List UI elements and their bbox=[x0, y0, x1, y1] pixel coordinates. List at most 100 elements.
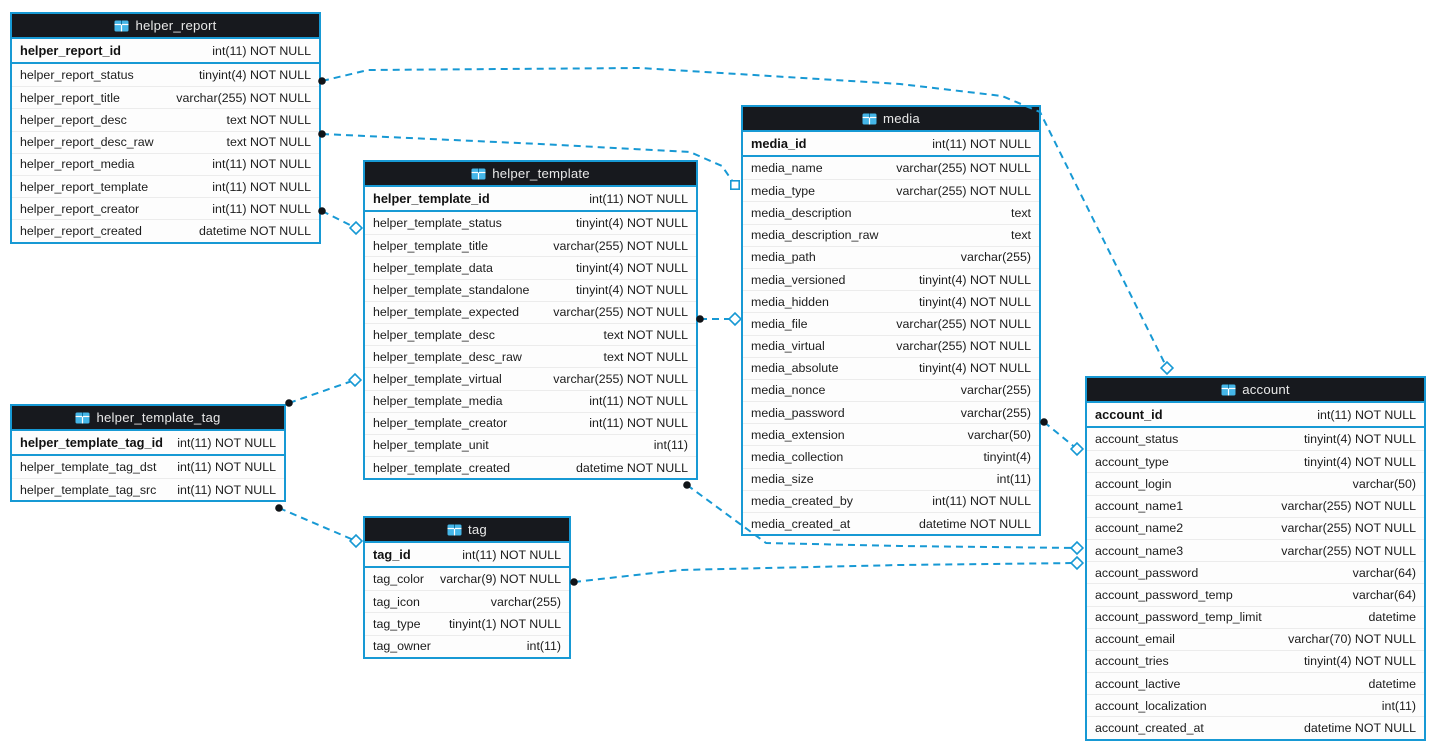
field-name: helper_report_media bbox=[20, 157, 135, 172]
field-type: tinyint(4) NOT NULL bbox=[198, 68, 311, 83]
relationship-dot-marker bbox=[1040, 418, 1048, 426]
field-type: int(11) NOT NULL bbox=[589, 394, 688, 409]
field-type: varchar(64) bbox=[1352, 565, 1416, 580]
field-type: varchar(255) NOT NULL bbox=[176, 90, 311, 105]
field-name: tag_icon bbox=[373, 594, 420, 609]
relationship-diamond-marker bbox=[1159, 360, 1175, 376]
field-name: account_localization bbox=[1095, 698, 1207, 713]
primary-key-name: tag_id bbox=[373, 547, 411, 562]
relationship-line-media-to-account bbox=[1043, 421, 1078, 450]
field-name: helper_template_desc_raw bbox=[373, 349, 522, 364]
relationship-diamond-marker bbox=[348, 220, 364, 236]
field-name: helper_template_creator bbox=[373, 416, 508, 431]
field-type: int(11) NOT NULL bbox=[177, 482, 276, 497]
field-name: account_tries bbox=[1095, 654, 1169, 669]
field-type: varchar(70) NOT NULL bbox=[1288, 632, 1416, 647]
table-helper_template[interactable]: helper_template helper_template_id int(11)… bbox=[363, 160, 698, 481]
primary-key-type: int(11) NOT NULL bbox=[177, 435, 276, 450]
field-name: media_nonce bbox=[751, 383, 826, 398]
table-header[interactable]: helper_template_tag bbox=[12, 406, 284, 431]
primary-key-name: helper_template_id bbox=[373, 191, 490, 206]
relationship-diamond-marker bbox=[1069, 441, 1085, 457]
field-name: media_hidden bbox=[751, 294, 829, 309]
field-row: media_created_by int(11) NOT NULL bbox=[743, 489, 1039, 512]
field-row: media_size int(11) bbox=[743, 467, 1039, 490]
field-name: media_created_by bbox=[751, 494, 853, 509]
field-name: helper_template_unit bbox=[373, 438, 489, 453]
field-name: helper_template_tag_dst bbox=[20, 460, 157, 475]
field-name: tag_type bbox=[373, 616, 421, 631]
field-row: helper_template_tag_src int(11) NOT NULL bbox=[12, 478, 284, 501]
field-name: media_virtual bbox=[751, 339, 825, 354]
field-name: tag_color bbox=[373, 572, 424, 587]
field-type: varchar(255) NOT NULL bbox=[553, 238, 688, 253]
field-row: helper_template_desc_raw text NOT NULL bbox=[365, 345, 696, 368]
field-name: helper_report_desc_raw bbox=[20, 135, 154, 150]
field-type: varchar(255) NOT NULL bbox=[896, 316, 1031, 331]
field-name: helper_template_title bbox=[373, 238, 489, 253]
field-type: text NOT NULL bbox=[226, 112, 311, 127]
field-name: tag_owner bbox=[373, 639, 431, 654]
relationship-diamond-marker bbox=[348, 533, 364, 549]
table-title: helper_template_tag bbox=[96, 410, 221, 425]
field-type: text NOT NULL bbox=[603, 349, 688, 364]
field-name: media_size bbox=[751, 472, 814, 487]
table-header[interactable]: account bbox=[1087, 378, 1424, 403]
field-row: helper_template_title varchar(255) NOT NU… bbox=[365, 234, 696, 257]
field-name: account_password_temp_limit bbox=[1095, 610, 1262, 625]
relationship-square-marker bbox=[729, 180, 740, 191]
field-name: helper_report_template bbox=[20, 179, 149, 194]
table-icon bbox=[1221, 384, 1236, 396]
field-type: int(11) NOT NULL bbox=[589, 416, 688, 431]
table-icon bbox=[862, 113, 877, 125]
table-header[interactable]: media bbox=[743, 107, 1039, 132]
field-type: datetime NOT NULL bbox=[575, 460, 688, 475]
table-header[interactable]: helper_report bbox=[12, 14, 319, 39]
field-type: tinyint(1) NOT NULL bbox=[448, 616, 561, 631]
relationship-dot-marker bbox=[570, 578, 578, 586]
field-name: media_absolute bbox=[751, 361, 839, 376]
field-type: tinyint(4) NOT NULL bbox=[575, 283, 688, 298]
relationship-diamond-marker bbox=[347, 372, 363, 388]
field-type: int(11) NOT NULL bbox=[932, 494, 1031, 509]
table-header[interactable]: helper_template bbox=[365, 162, 696, 187]
field-name: account_name1 bbox=[1095, 499, 1184, 514]
table-title: tag bbox=[468, 522, 487, 537]
field-type: tinyint(4) NOT NULL bbox=[575, 260, 688, 275]
field-name: helper_template_created bbox=[373, 460, 511, 475]
table-icon bbox=[471, 168, 486, 180]
table-header[interactable]: tag bbox=[365, 518, 569, 543]
field-type: int(11) bbox=[996, 472, 1031, 487]
field-name: helper_template_tag_src bbox=[20, 482, 157, 497]
field-type: varchar(255) NOT NULL bbox=[896, 339, 1031, 354]
field-type: datetime NOT NULL bbox=[918, 516, 1031, 531]
